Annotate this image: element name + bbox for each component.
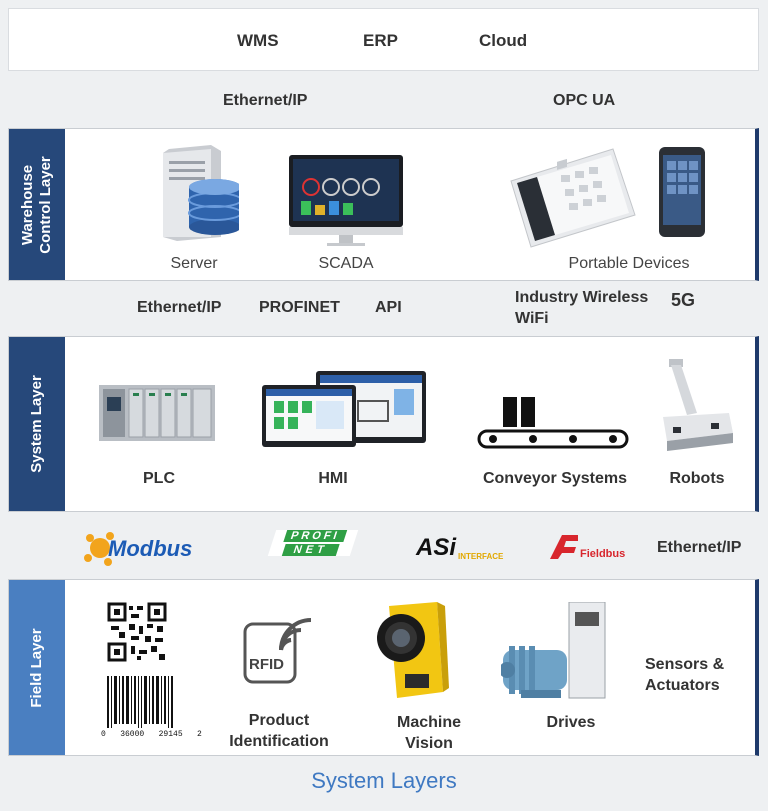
- asi-logo-text: ASi: [416, 534, 457, 561]
- fieldbus-logo-text: Fieldbus: [580, 548, 626, 560]
- hmi-icon: [262, 371, 426, 447]
- handheld-device-icon: [659, 147, 705, 237]
- protocol-wifi: WiFi: [515, 310, 549, 327]
- modbus-logo-text: Modbus: [108, 536, 193, 561]
- profinet-logo: PROFI NET: [267, 530, 359, 556]
- protocol-5g: 5G: [671, 290, 696, 310]
- system-layer: System Layer PLC HMI: [8, 336, 759, 512]
- scada-monitor-icon: [289, 155, 403, 246]
- modbus-logo-icon: [84, 532, 114, 566]
- protocol-profinet: PROFINET: [259, 299, 340, 316]
- barcode-digits: 0 36000 29145 2: [101, 730, 202, 739]
- protocol-ethernet-ip-mid: Ethernet/IP: [137, 299, 222, 316]
- system-layer-tab: System Layer: [9, 337, 65, 511]
- robot-icon: [663, 359, 733, 451]
- rfid-text: RFID: [249, 656, 284, 673]
- warehouse-tab-label-line1: Warehouse: [19, 164, 36, 245]
- protocol-api: API: [375, 299, 402, 316]
- qr-code-icon: [107, 602, 167, 662]
- robots-label: Robots: [669, 470, 725, 487]
- profinet-logo-top: PROFI: [283, 530, 348, 542]
- server-icon: [163, 145, 239, 241]
- erp-label: ERP: [363, 31, 398, 50]
- enterprise-systems-bar: [8, 8, 759, 71]
- asi-logo-subtext: INTERFACE: [458, 552, 504, 561]
- tablet-icon: [510, 148, 636, 248]
- protocol-industry-wireless: Industry Wireless: [515, 289, 649, 306]
- cloud-label: Cloud: [479, 31, 528, 50]
- plc-icon: [99, 385, 215, 441]
- conveyor-icon: [477, 397, 629, 449]
- server-label: Server: [170, 255, 218, 272]
- field-layer: Field Layer 0 36000 29145 2: [8, 579, 759, 756]
- protocol-ethernet-ip-top: Ethernet/IP: [223, 92, 308, 109]
- drives-label: Drives: [546, 714, 596, 731]
- diagram-title: System Layers: [311, 768, 457, 793]
- portable-devices-label: Portable Devices: [568, 255, 690, 272]
- drives-icon: [501, 602, 606, 699]
- barcode-icon: [107, 676, 173, 728]
- protocol-opc-ua: OPC UA: [553, 92, 616, 109]
- hmi-label: HMI: [318, 470, 348, 487]
- conveyor-systems-label: Conveyor Systems: [482, 470, 628, 487]
- protocol-ethernet-ip-field: Ethernet/IP: [657, 539, 742, 556]
- machine-vision-camera-icon: [377, 602, 449, 698]
- plc-label: PLC: [143, 470, 175, 487]
- product-identification-label: Product Identification: [229, 712, 329, 750]
- system-layer-tab-label: System Layer: [28, 375, 45, 473]
- warehouse-tab-label-line2: Control Layer: [37, 155, 54, 254]
- rfid-tag-icon: [243, 618, 312, 684]
- wms-label: WMS: [237, 31, 279, 50]
- warehouse-control-layer: Warehouse Control Layer Server SCADA: [8, 128, 759, 281]
- warehouse-layer-tab: Warehouse Control Layer: [9, 129, 65, 280]
- scada-label: SCADA: [318, 255, 374, 272]
- sensors-actuators-label: Sensors & Actuators: [645, 656, 725, 694]
- fieldbus-logo-icon: [550, 535, 578, 559]
- profinet-logo-bottom: NET: [281, 544, 340, 556]
- field-layer-tab-label: Field Layer: [28, 627, 45, 708]
- field-layer-tab: Field Layer: [9, 580, 65, 755]
- machine-vision-label: Machine Vision: [396, 714, 461, 752]
